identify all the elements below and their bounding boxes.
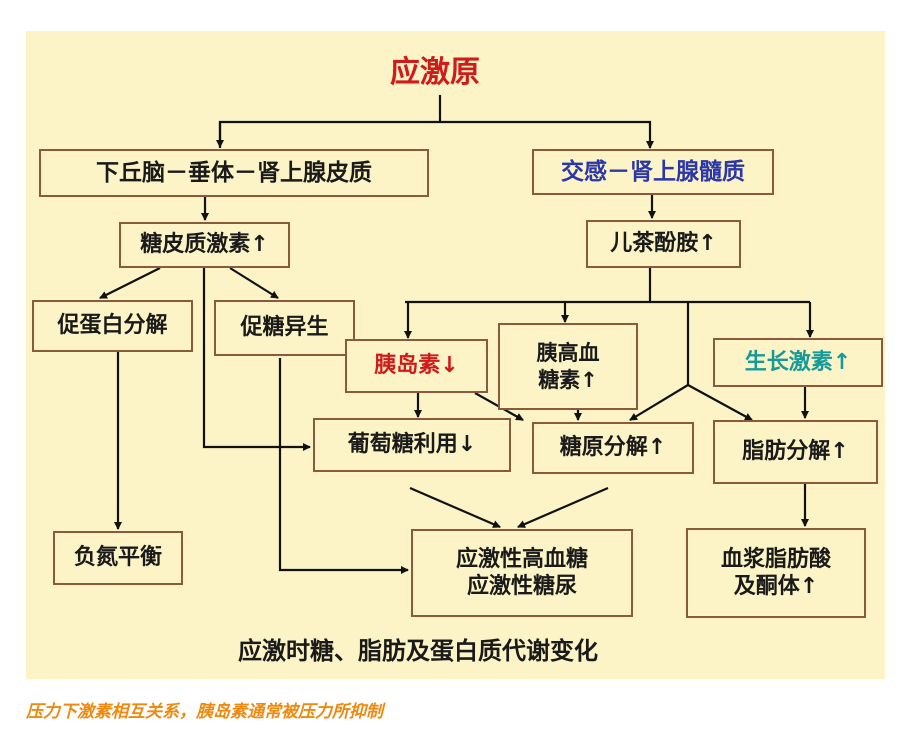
glycogenolysis-box: 糖原分解↑	[532, 422, 694, 474]
hpa-axis-box: 下丘脑－垂体－肾上腺皮质	[39, 149, 429, 197]
glucagon-box: 胰高血 糖素↑	[498, 323, 638, 410]
stressor-title: 应激原	[390, 55, 480, 90]
catecholamine-box: 儿茶酚胺↑	[586, 220, 741, 268]
hyperglycemia-line1: 应激性高血糖	[455, 546, 588, 572]
protein-breakdown-box: 促蛋白分解	[32, 300, 193, 352]
hyperglycemia-line2: 应激性糖尿	[466, 574, 577, 599]
ffa-line1: 血浆脂肪酸	[720, 546, 831, 572]
glucose-use-box: 葡萄糖利用↓	[313, 418, 511, 472]
sam-axis-box: 交感－肾上腺髓质	[532, 149, 774, 195]
glucocorticoid-box: 糖皮质激素↑	[119, 222, 290, 268]
insulin-box: 胰岛素↓	[345, 339, 488, 393]
lipolysis-box: 脂肪分解↑	[713, 420, 878, 484]
growth-hormone-box: 生长激素↑	[713, 338, 883, 387]
ffa-ketone-box: 血浆脂肪酸 及酮体↑	[686, 528, 866, 618]
image-caption: 压力下激素相互关系，胰岛素通常被压力所抑制	[26, 702, 383, 722]
stress-hyperglycemia-box: 应激性高血糖 应激性糖尿	[411, 529, 633, 617]
glucagon-line2: 糖素↑	[538, 367, 598, 392]
gluconeogenesis-box: 促糖异生	[214, 300, 355, 356]
ffa-line2: 及酮体↑	[733, 574, 819, 599]
glucagon-line1: 胰高血	[536, 341, 600, 366]
footer-title: 应激时糖、脂肪及蛋白质代谢变化	[238, 637, 598, 665]
negative-nitrogen-box: 负氮平衡	[53, 531, 183, 585]
